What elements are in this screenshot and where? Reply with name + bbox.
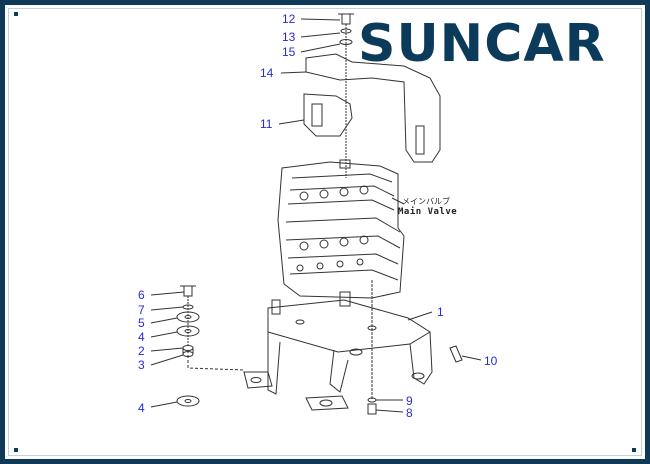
diagram-inner-border — [8, 8, 642, 456]
bolt-8 — [367, 403, 377, 415]
callout-4-lower: 4 — [138, 401, 145, 415]
bolt-6 — [183, 285, 193, 297]
washer-4b — [176, 395, 200, 407]
bolt-12 — [341, 13, 351, 25]
callout-12: 12 — [282, 12, 296, 26]
foot-left — [243, 371, 273, 389]
washer-5 — [176, 311, 200, 323]
logo-c-glyph: C — [484, 14, 524, 74]
callout-4-upper: 4 — [138, 330, 145, 344]
main-valve-label-english: Main Valve — [398, 207, 458, 217]
suncar-logo: SUNCAR — [358, 14, 606, 74]
bracket-slot — [415, 125, 425, 155]
callout-2: 2 — [138, 344, 145, 358]
callout-5: 5 — [138, 316, 145, 330]
corner-mark-br — [632, 448, 636, 452]
callout-8: 8 — [406, 406, 413, 420]
callout-9: 9 — [406, 394, 413, 408]
callout-6: 6 — [138, 288, 145, 302]
spacer-2 — [182, 345, 194, 351]
bracket-14 — [305, 53, 441, 163]
callout-1: 1 — [437, 305, 444, 319]
foot-center — [305, 395, 349, 411]
main-valve-body — [277, 159, 405, 299]
corner-mark-bl — [14, 448, 18, 452]
callout-10: 10 — [484, 354, 498, 368]
bracket-11 — [303, 93, 353, 137]
callout-11: 11 — [260, 117, 273, 131]
callout-7: 7 — [138, 303, 145, 317]
callout-13: 13 — [282, 30, 296, 44]
callout-14: 14 — [260, 66, 274, 80]
corner-mark-tl — [14, 12, 18, 16]
callout-15: 15 — [282, 45, 296, 59]
main-valve-label-japanese: メインバルブ — [402, 197, 450, 206]
washer-4a — [176, 325, 200, 337]
pin-10 — [449, 345, 463, 363]
bracket-1 — [267, 291, 433, 395]
callout-3: 3 — [138, 358, 145, 372]
